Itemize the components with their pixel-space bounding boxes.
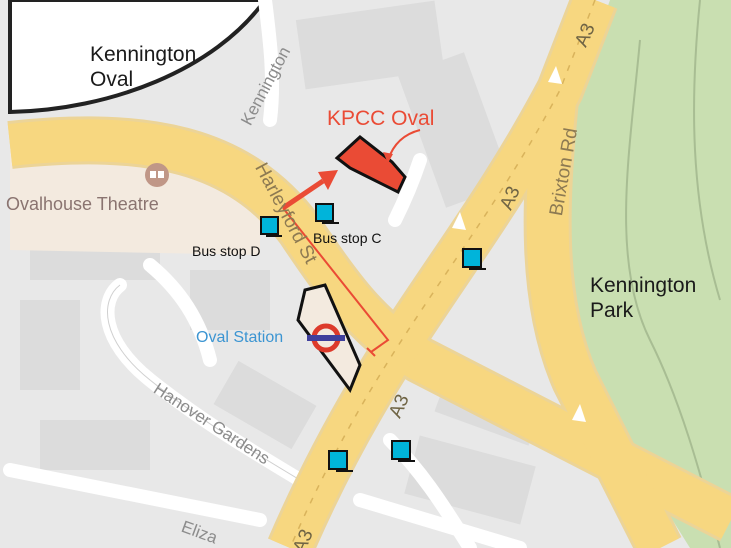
bus-stop-south-west-marker[interactable] (328, 450, 353, 472)
bus-stop-c-label: Bus stop C (313, 230, 382, 246)
theatre-icon (145, 163, 169, 187)
bus-stop-c-marker[interactable] (315, 203, 339, 224)
kennington-oval-label: Kennington Oval (90, 43, 197, 92)
road-direction-arrows (452, 66, 586, 422)
oval-station-label: Oval Station (196, 329, 284, 346)
bus-stop-markers[interactable] (260, 203, 486, 472)
bus-stop-d-label: Bus stop D (192, 243, 261, 259)
underground-roundel (307, 323, 345, 353)
kennington-oval-ground (8, 0, 268, 115)
kpcc-oval-label: KPCC Oval (327, 107, 435, 130)
kennington-park-label: Kennington Park (590, 274, 697, 323)
route-arrow (281, 178, 325, 211)
kpcc-oval-building (334, 135, 407, 195)
bus-stop-south-east-marker[interactable] (391, 440, 415, 462)
building-blocks (20, 0, 546, 525)
walking-route (282, 207, 390, 353)
kennington-park (552, 0, 731, 548)
ovalhouse-theatre-label: Ovalhouse Theatre (6, 194, 159, 214)
bus-stop-d-marker[interactable] (260, 216, 282, 237)
bus-stop-a3-north-marker[interactable] (462, 248, 486, 270)
